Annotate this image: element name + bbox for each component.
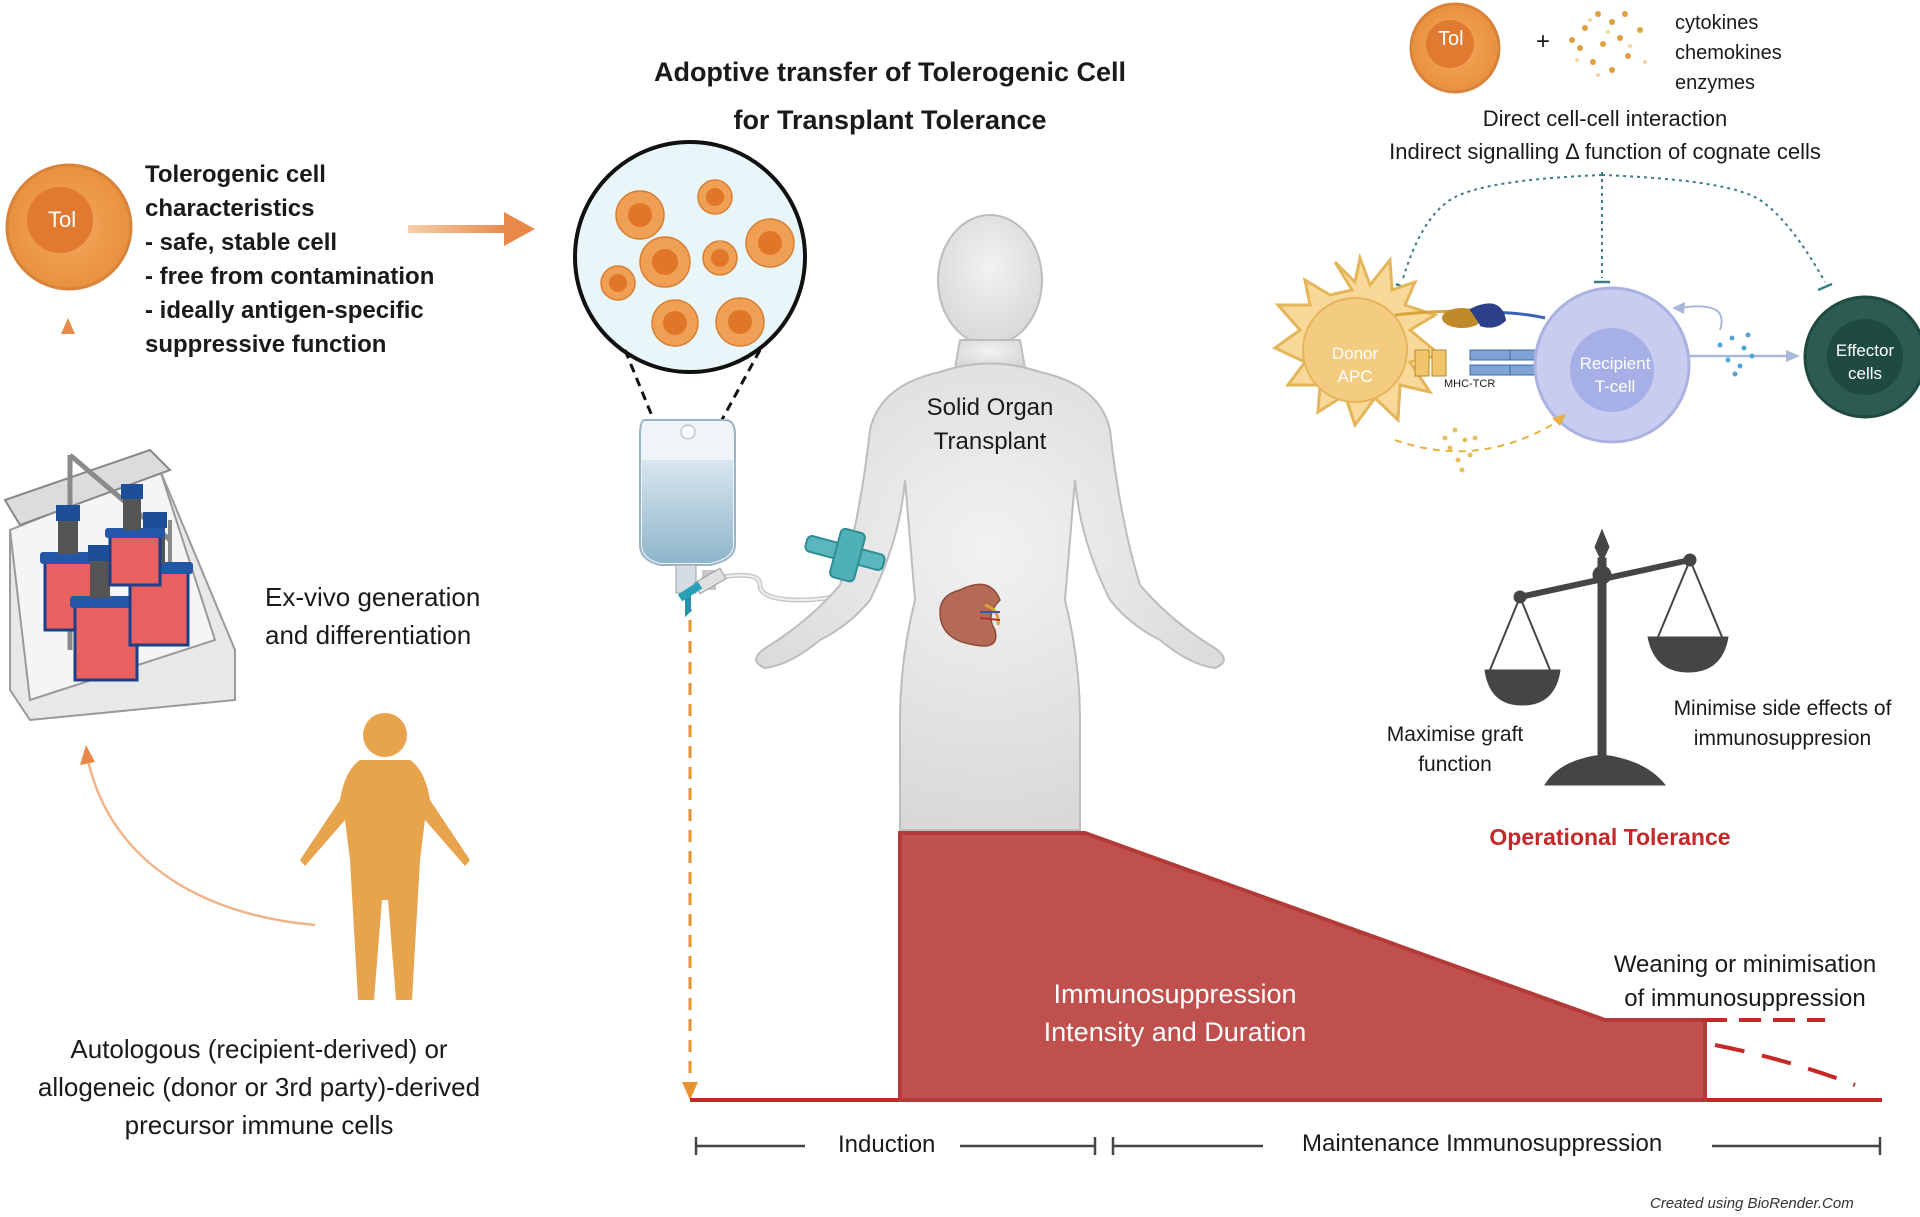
operational-tolerance-label: Operational Tolerance bbox=[1489, 824, 1731, 850]
tol-char-line-4: - free from contamination bbox=[145, 263, 435, 290]
recipient-line-2: T-cell bbox=[1594, 377, 1636, 396]
recipient-line-1: Recipient bbox=[1579, 354, 1651, 373]
exvivo-line-1: Ex-vivo generation bbox=[265, 582, 481, 612]
induction-label: Induction bbox=[838, 1131, 936, 1158]
effector-line-1: Effector bbox=[1835, 341, 1895, 360]
precursor-line-2: allogeneic (donor or 3rd party)-derived bbox=[37, 1072, 481, 1102]
organ-line-2: Transplant bbox=[933, 428, 1047, 455]
effector-cell-label: Effector cells bbox=[1815, 339, 1915, 385]
balance-right-text: Minimise side effects of immunosuppresio… bbox=[1645, 694, 1920, 754]
immuno-line-2: Intensity and Duration bbox=[1043, 1017, 1307, 1047]
factors-text: cytokines chemokines enzymes bbox=[1675, 8, 1782, 98]
balance-right-line-1: Minimise side effects of bbox=[1673, 697, 1892, 720]
plus-sign: + bbox=[1536, 28, 1551, 55]
title-line-2: for Transplant Tolerance bbox=[733, 105, 1047, 135]
up-arrow-icon bbox=[61, 318, 75, 420]
tol-cell-icon bbox=[5, 163, 133, 291]
right-arrow-icon bbox=[408, 212, 535, 246]
dashed-down-arrow-icon bbox=[682, 620, 698, 1100]
balance-left-text: Maximise graft function bbox=[1360, 720, 1550, 780]
inhibition-lines bbox=[1401, 172, 1826, 283]
effector-line-2: cells bbox=[1847, 364, 1882, 383]
exvivo-text: Ex-vivo generation and differentiation bbox=[265, 578, 480, 654]
tol-char-line-6: suppressive function bbox=[145, 331, 387, 358]
tol-cell-label: Tol bbox=[48, 207, 77, 232]
recipient-tcell-label: Recipient T-cell bbox=[1560, 352, 1670, 398]
precursor-line-3: precursor immune cells bbox=[124, 1110, 394, 1140]
magnified-cells-icon bbox=[573, 140, 807, 461]
secreted-factors-icon bbox=[1569, 11, 1647, 77]
tol-characteristics-text: Tolerogenic cell characteristics - safe,… bbox=[145, 158, 434, 362]
title-line-1: Adoptive transfer of Tolerogenic Cell bbox=[653, 57, 1127, 87]
butterfly-needle-icon bbox=[804, 527, 886, 583]
page-title: Adoptive transfer of Tolerogenic Cell fo… bbox=[630, 48, 1150, 144]
factor-3: enzymes bbox=[1675, 72, 1756, 94]
recipient-tcell-icon bbox=[1533, 286, 1691, 444]
organ-line-1: Solid Organ bbox=[926, 394, 1054, 421]
weaning-line-2: of immunosuppression bbox=[1624, 985, 1866, 1012]
weaning-line-1: Weaning or minimisation bbox=[1613, 951, 1877, 978]
immuno-text: Immunosuppression Intensity and Duration bbox=[1000, 975, 1350, 1051]
mechanism-text: Direct cell-cell interaction Indirect si… bbox=[1330, 102, 1880, 168]
balance-left-line-1: Maximise graft bbox=[1386, 723, 1524, 746]
donor-apc-line-2: APC bbox=[1337, 367, 1373, 386]
iv-bag-icon bbox=[639, 419, 882, 618]
maintenance-label: Maintenance Immunosuppression bbox=[1302, 1130, 1663, 1157]
tol-char-line-5: - ideally antigen-specific bbox=[145, 297, 424, 324]
kidney-icon bbox=[939, 583, 1001, 647]
apc-to-tcell-arrow bbox=[1394, 414, 1566, 473]
factor-2: chemokines bbox=[1675, 42, 1782, 64]
tol-cell-small-icon bbox=[1409, 2, 1501, 94]
weaning-text: Weaning or minimisation of immunosuppres… bbox=[1590, 948, 1900, 1016]
precursor-line-1: Autologous (recipient-derived) or bbox=[70, 1034, 448, 1064]
mhc-tcr-label: MHC-TCR bbox=[1444, 378, 1496, 390]
donor-apc-label: Donor APC bbox=[1310, 342, 1400, 388]
factor-1: cytokines bbox=[1675, 12, 1759, 34]
timeline-brackets bbox=[694, 1137, 1882, 1155]
balance-scale-icon bbox=[1484, 528, 1729, 786]
immuno-line-1: Immunosuppression bbox=[1053, 979, 1297, 1009]
donor-apc-icon bbox=[1272, 252, 1444, 429]
human-body-icon bbox=[755, 214, 1225, 831]
tol-small-label: Tol bbox=[1438, 28, 1464, 50]
donor-apc-line-1: Donor bbox=[1331, 344, 1379, 363]
balance-left-line-2: function bbox=[1418, 753, 1492, 776]
tcell-to-effector-arrow bbox=[1672, 302, 1800, 377]
organ-text: Solid Organ Transplant bbox=[890, 391, 1090, 459]
effector-cell-icon bbox=[1803, 295, 1920, 419]
immunosuppression-chart bbox=[690, 831, 1882, 1102]
bioreactor-icon bbox=[3, 448, 236, 722]
exvivo-line-2: and differentiation bbox=[265, 620, 472, 650]
tol-char-line-1: Tolerogenic cell bbox=[145, 161, 326, 188]
mhc-tcr-icon bbox=[1394, 303, 1551, 377]
curved-arrow-icon bbox=[80, 745, 316, 927]
precursor-text: Autologous (recipient-derived) or alloge… bbox=[0, 1030, 518, 1144]
mechanism-line-2: Indirect signalling Δ function of cognat… bbox=[1389, 139, 1821, 164]
credit-text: Created using BioRender.Com bbox=[1650, 1195, 1854, 1212]
person-icon bbox=[300, 713, 470, 1000]
balance-right-line-2: immunosuppresion bbox=[1693, 727, 1872, 750]
tol-char-line-3: - safe, stable cell bbox=[145, 229, 338, 256]
mechanism-line-1: Direct cell-cell interaction bbox=[1482, 106, 1728, 131]
tol-char-line-2: characteristics bbox=[145, 195, 315, 222]
